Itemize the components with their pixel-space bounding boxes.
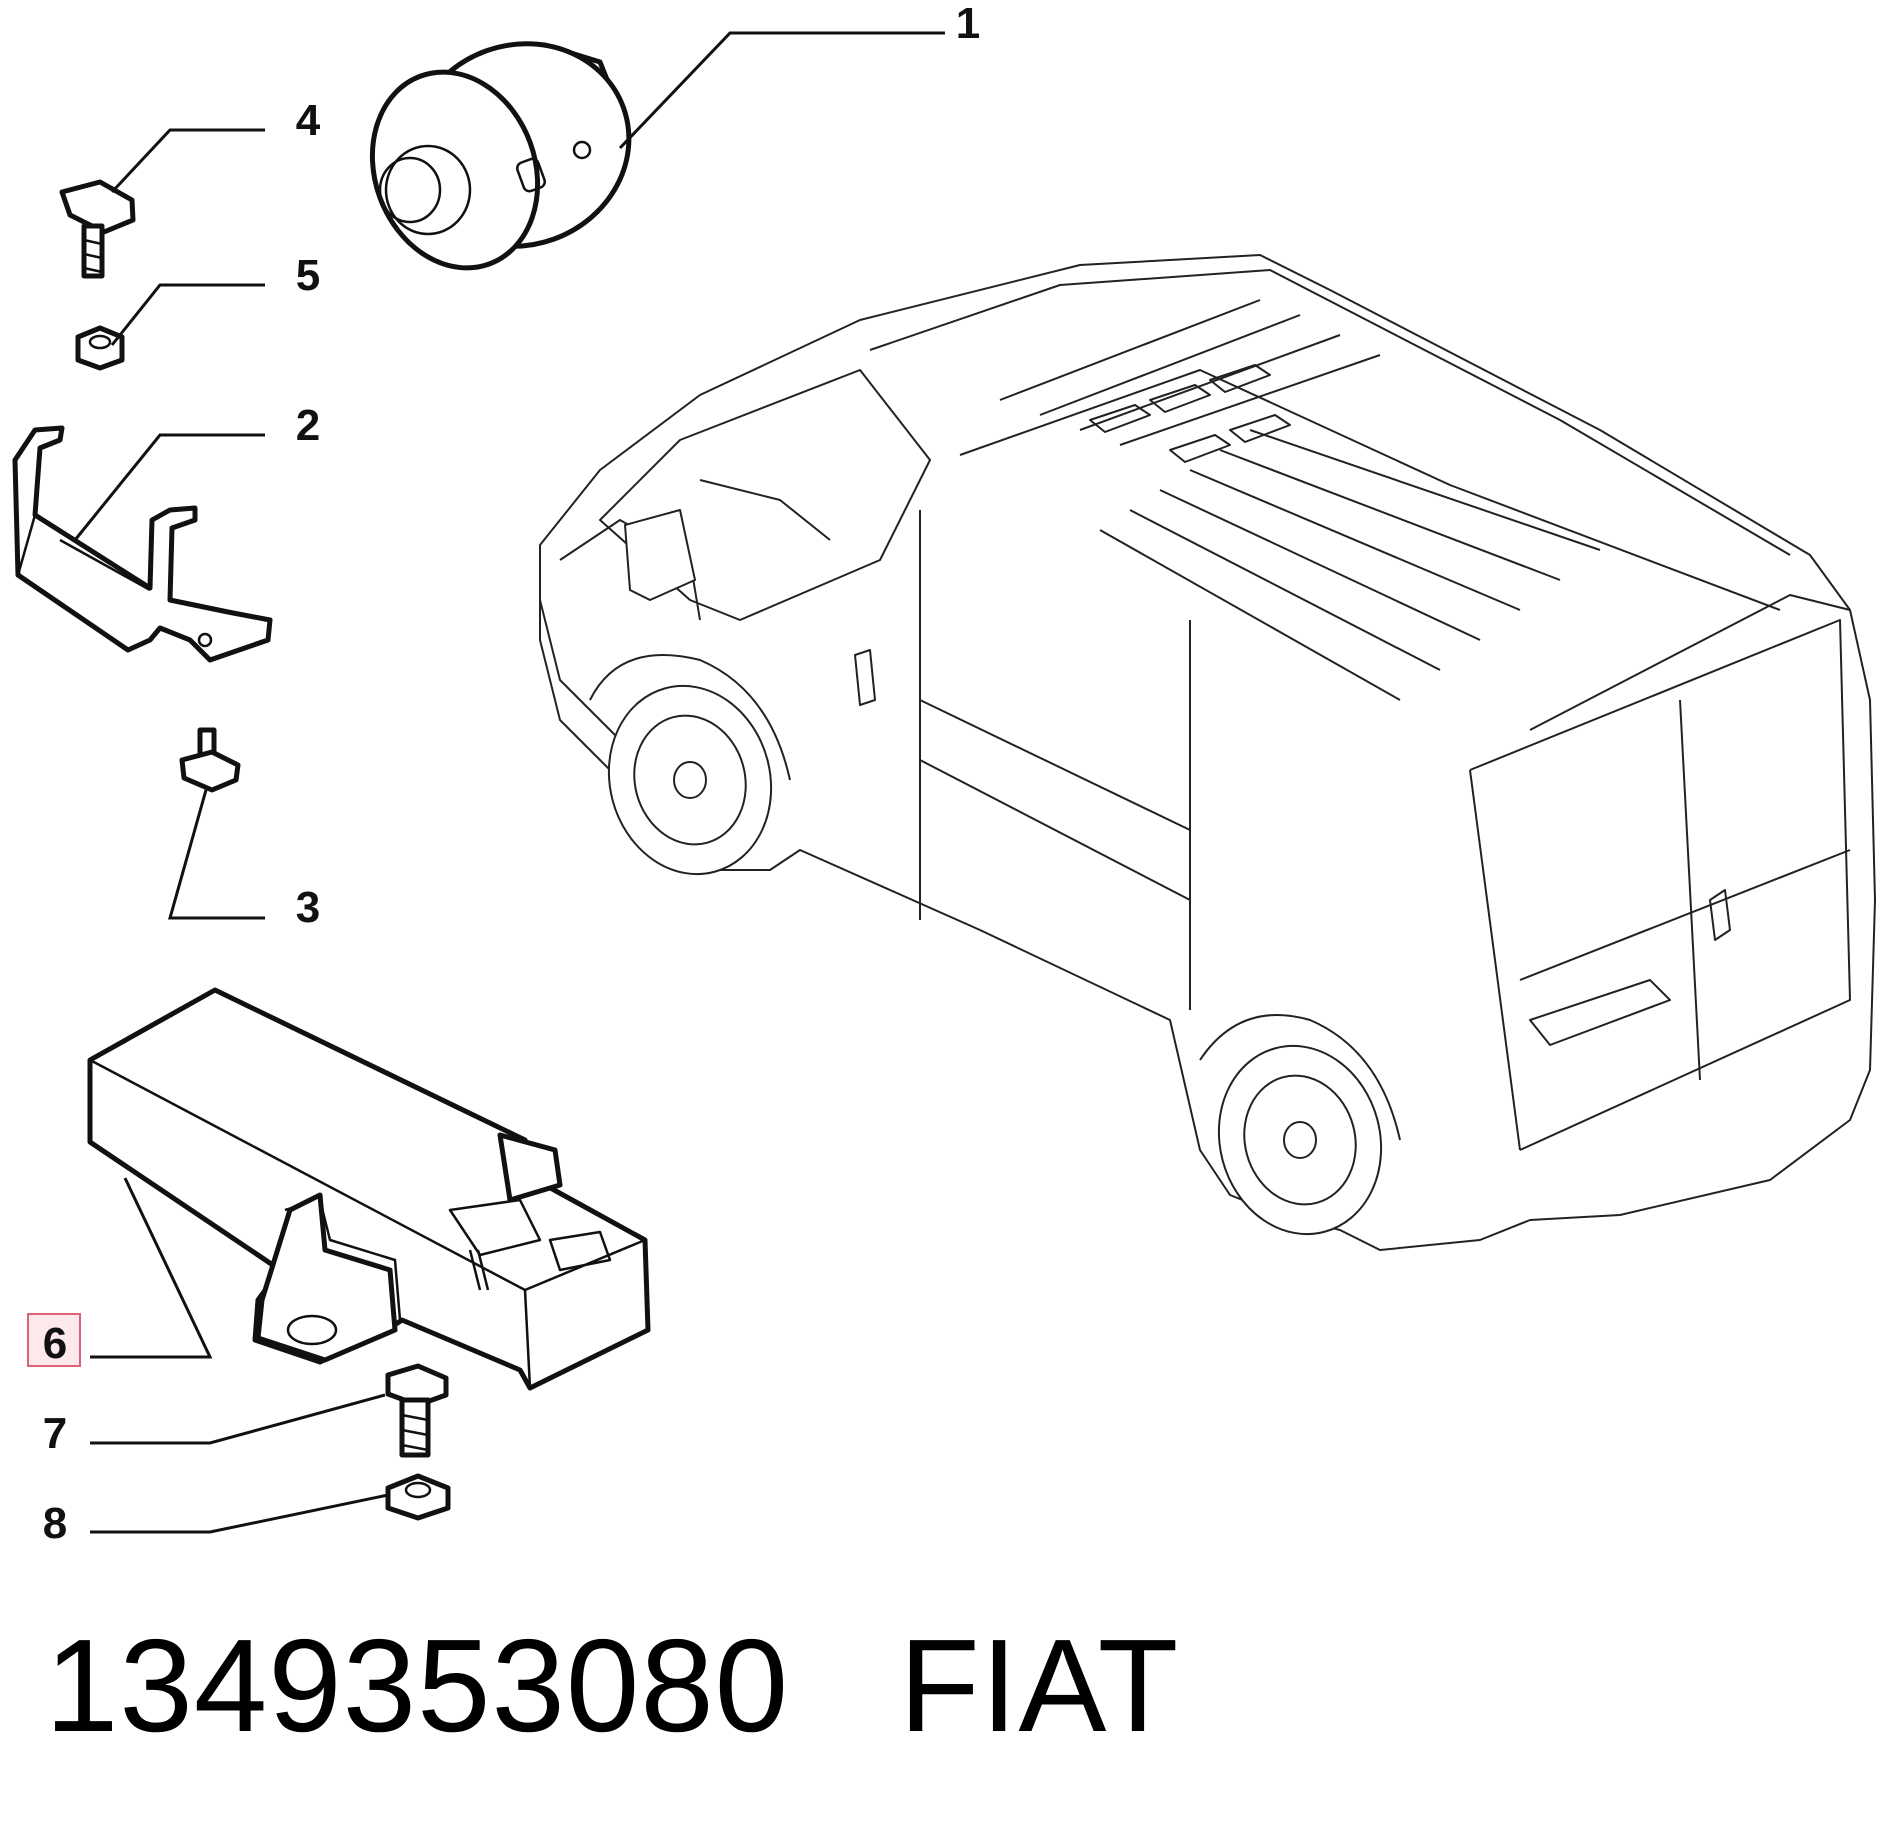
leader-lines: [73, 31, 945, 1534]
part-number: 1349353080: [45, 1612, 790, 1759]
leader-8: [90, 1493, 389, 1534]
leader-5: [110, 283, 265, 346]
part-4-t-bolt: [59, 179, 136, 279]
callout-6-highlight-box: [27, 1313, 81, 1367]
callout-5: 5: [296, 251, 320, 300]
part-2-bracket: [12, 425, 273, 663]
leader-7: [90, 1393, 386, 1445]
part-1-round-module: [369, 41, 632, 271]
part-3-stud-bolt: [179, 727, 241, 793]
leader-1: [618, 31, 945, 150]
brand-name: FIAT: [899, 1612, 1180, 1759]
leader-6: [90, 1177, 213, 1359]
van-illustration: [539, 254, 1876, 1251]
callout-7: 7: [43, 1409, 67, 1458]
callout-1: 1: [956, 0, 980, 48]
callout-3: 3: [296, 883, 320, 932]
part-6-control-unit: [87, 987, 651, 1391]
footer-caption: 1349353080 FIAT: [45, 1610, 1179, 1761]
callout-8: 8: [43, 1499, 67, 1548]
part-7-hex-bolt: [385, 1363, 449, 1458]
callout-2: 2: [296, 401, 320, 450]
callout-labels: 1 4 5 2 3 6 7 8: [27, 0, 980, 1548]
leader-2: [73, 433, 265, 541]
callout-4: 4: [296, 96, 321, 145]
callout-6: 6: [43, 1319, 67, 1368]
leader-4: [110, 128, 265, 194]
leader-3: [168, 789, 265, 920]
part-8-hex-nut: [385, 1473, 451, 1521]
part-5-flange-nut: [75, 325, 125, 371]
